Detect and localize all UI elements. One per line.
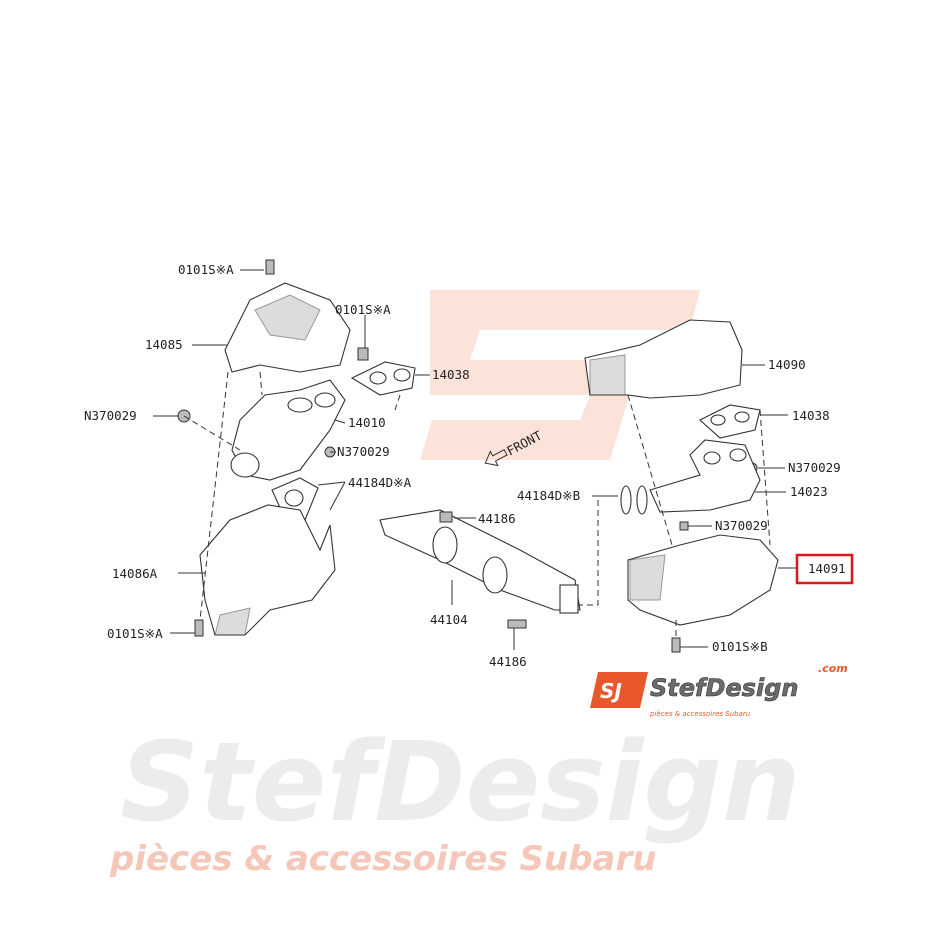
watermark-brand: StefDesign [120,718,800,846]
callout-n370029-left[interactable]: N370029 [84,408,137,423]
gasket-44184db[interactable] [620,485,648,515]
catalytic-pipe-44104[interactable] [379,509,581,614]
logo-mark [590,672,648,708]
callout-14038-right[interactable]: 14038 [792,408,830,423]
callout-14010[interactable]: 14010 [348,415,386,430]
callout-14023[interactable]: 14023 [790,484,828,499]
callout-44184d-a[interactable]: 44184D※A [348,475,412,490]
gasket-14038-right[interactable] [699,404,761,439]
logo-tagline: pièces & accessoires Subaru [649,710,751,718]
callout-44186-bottom[interactable]: 44186 [489,654,527,669]
heat-shield-14091[interactable] [627,534,779,626]
heat-shield-14086a[interactable] [199,504,336,636]
manifold-14010[interactable] [230,379,346,481]
callout-14090[interactable]: 14090 [768,357,806,372]
watermark-mark [420,290,700,460]
callout-14091[interactable]: 14091 [808,561,846,576]
leader-lines [153,269,798,650]
callout-0101s-a-top[interactable]: 0101S※A [178,262,234,277]
selected-highlight-box [795,553,854,585]
callout-n370029-right[interactable]: N370029 [788,460,841,475]
callout-0101s-a-bottom[interactable]: 0101S※A [107,626,163,641]
callout-44184d-b[interactable]: 44184D※B [517,488,580,503]
manifold-14023[interactable] [649,439,761,513]
callout-0101s-b[interactable]: 0101S※B [712,639,768,654]
watermark: StefDesign pièces & accessoires Subaru [109,718,800,879]
callout-14086a[interactable]: 14086A [112,566,158,581]
callout-14038-left[interactable]: 14038 [432,367,470,382]
callout-14085[interactable]: 14085 [145,337,183,352]
watermark-tagline: pièces & accessoires Subaru [109,839,656,879]
gasket-14038-left[interactable] [350,361,416,396]
callout-0101s-a-mid[interactable]: 0101S※A [335,302,391,317]
logo-name: StefDesign [650,674,798,702]
callout-labels: 0101S※A 0101S※A 14085 14038 N370029 1401… [84,262,854,669]
callout-44186-top[interactable]: 44186 [478,511,516,526]
logo-suffix: .com [818,662,848,675]
callout-n370029-left-2[interactable]: N370029 [337,444,390,459]
callout-44104[interactable]: 44104 [430,612,468,627]
bolts [177,259,758,653]
alignment-lines [183,371,771,640]
callout-n370029-right-2[interactable]: N370029 [715,518,768,533]
stefdesign-logo: SJ StefDesign .com pièces & accessoires … [590,662,848,718]
logo-mark-text: SJ [600,679,622,703]
heat-shield-14085[interactable] [224,282,351,373]
heat-shield-14090[interactable] [584,319,743,399]
